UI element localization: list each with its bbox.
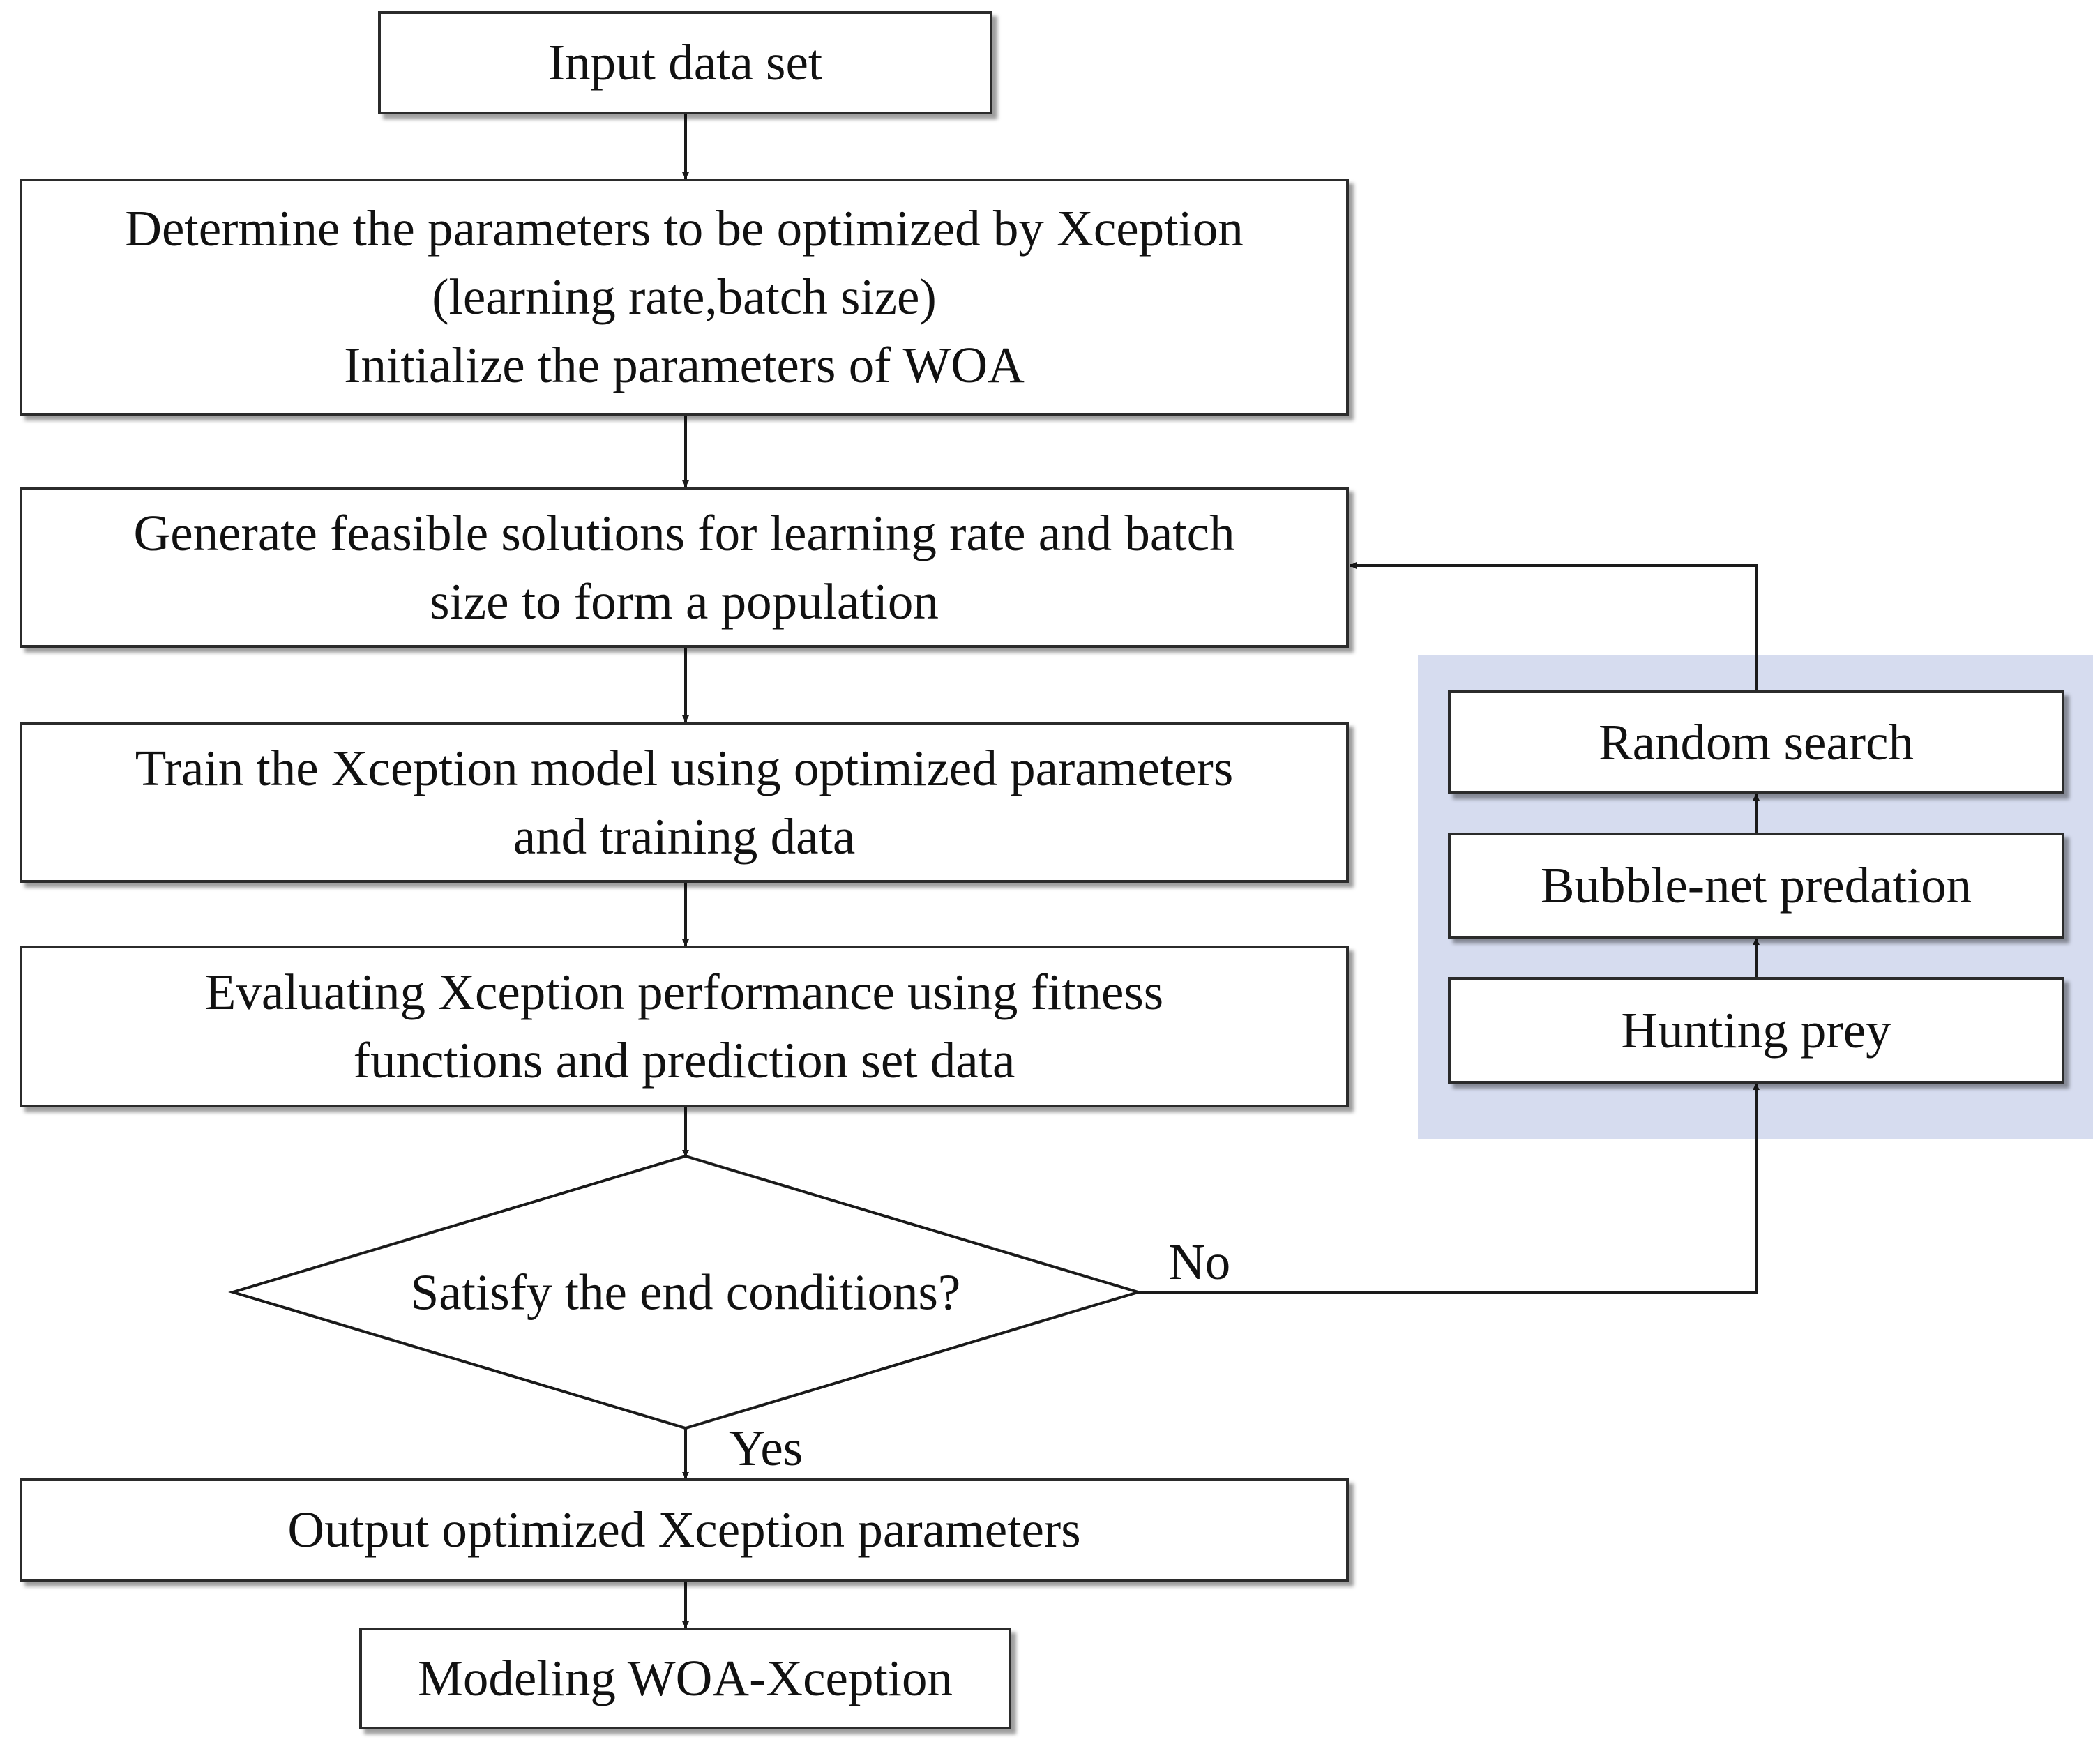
bubble-net-predation-box: Bubble-net predation	[1448, 833, 2064, 939]
yes-branch-label: Yes	[729, 1420, 803, 1476]
decision-label: Satisfy the end conditions?	[410, 1264, 961, 1321]
determine-parameters-line-1: Determine the parameters to be optimized…	[125, 200, 1244, 257]
modeling-label: Modeling WOA-Xception	[417, 1650, 953, 1706]
modeling-box: Modeling WOA-Xception	[359, 1628, 1011, 1729]
evaluate-performance-line-2: functions and prediction set data	[353, 1032, 1015, 1089]
arrow-random-to-generate	[1350, 562, 1758, 690]
evaluate-performance-line-1: Evaluating Xception performance using fi…	[204, 964, 1164, 1020]
output-parameters-box: Output optimized Xception parameters	[20, 1478, 1349, 1582]
input-dataset-label: Input data set	[547, 34, 823, 91]
determine-parameters-box: Determine the parameters to be optimized…	[20, 179, 1349, 416]
hunting-prey-box: Hunting prey	[1448, 977, 2064, 1084]
determine-parameters-line-3: Initialize the parameters of WOA	[344, 337, 1025, 393]
decision-diamond	[228, 1154, 1143, 1430]
generate-solutions-line-1: Generate feasible solutions for learning…	[133, 504, 1235, 561]
determine-parameters-line-2: (learning rate,batch size)	[432, 268, 937, 325]
input-dataset-box: Input data set	[378, 11, 992, 114]
arrow-no-to-hunting	[1138, 1083, 1760, 1294]
random-search-box: Random search	[1448, 690, 2064, 794]
no-branch-label: No	[1168, 1234, 1231, 1290]
random-search-label: Random search	[1598, 713, 1914, 771]
train-model-line-2: and training data	[513, 808, 856, 865]
train-model-box: Train the Xception model using optimized…	[20, 722, 1349, 883]
generate-solutions-box: Generate feasible solutions for learning…	[20, 487, 1349, 648]
generate-solutions-line-2: size to form a population	[430, 573, 939, 630]
hunting-prey-label: Hunting prey	[1621, 1001, 1891, 1059]
bubble-net-predation-label: Bubble-net predation	[1540, 857, 1972, 914]
output-parameters-label: Output optimized Xception parameters	[287, 1501, 1081, 1558]
train-model-line-1: Train the Xception model using optimized…	[135, 739, 1234, 796]
evaluate-performance-box: Evaluating Xception performance using fi…	[20, 946, 1349, 1107]
